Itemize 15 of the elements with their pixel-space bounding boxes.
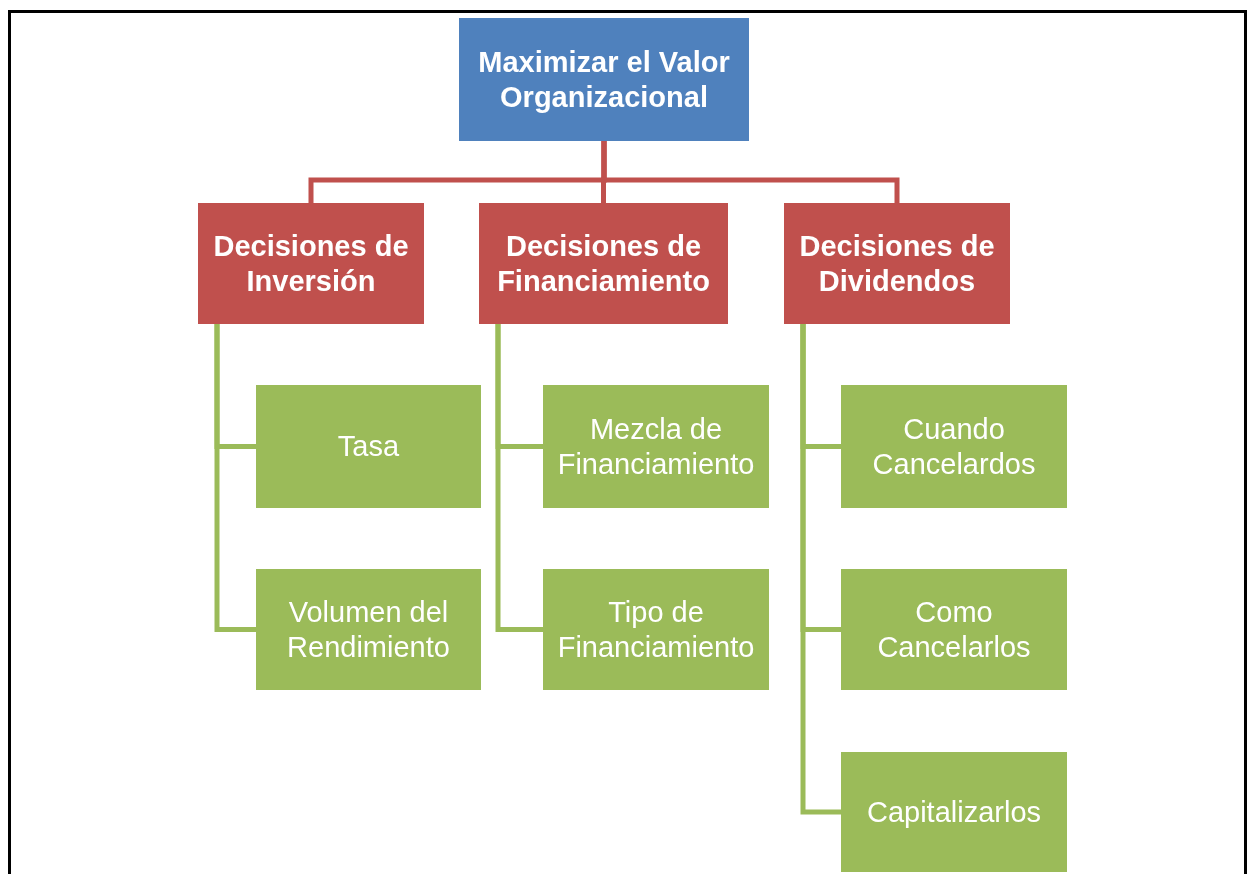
category-box: Decisiones de Dividendos xyxy=(784,203,1010,324)
category-box: Decisiones de Financiamiento xyxy=(479,203,728,324)
item-box: Mezcla de Financiamiento xyxy=(543,385,769,508)
item-box: Tasa xyxy=(256,385,481,508)
connector-line xyxy=(800,324,841,815)
category-box: Decisiones de Inversión xyxy=(198,203,424,324)
connector-line xyxy=(495,324,543,632)
connector-line xyxy=(601,141,900,203)
item-box: Tipo de Financiamiento xyxy=(543,569,769,690)
item-box: Cuando Cancelardos xyxy=(841,385,1067,508)
connector-line xyxy=(214,324,256,632)
goal-box: Maximizar el Valor Organizacional xyxy=(459,18,749,141)
item-box: Capitalizarlos xyxy=(841,752,1067,872)
item-box: Volumen del Rendimiento xyxy=(256,569,481,690)
item-box: Como Cancelarlos xyxy=(841,569,1067,690)
